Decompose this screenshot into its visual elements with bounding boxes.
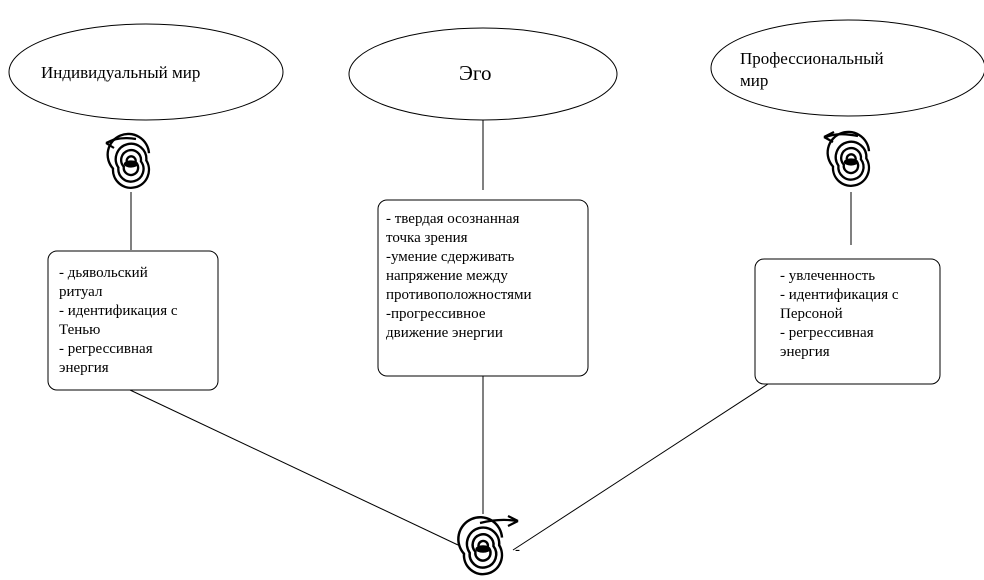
spiral-icon-left bbox=[106, 132, 151, 189]
box-left bbox=[47, 250, 219, 391]
ellipse-label-individual-world: Индивидуальный мир bbox=[41, 63, 201, 82]
connectors bbox=[129, 120, 852, 551]
ellipse-label-professional-world: Профессиональный мир bbox=[740, 49, 884, 90]
ellipse-ego bbox=[348, 27, 618, 121]
stray-dash-mark: - bbox=[515, 542, 520, 558]
box-center bbox=[377, 199, 589, 377]
connector-left-diagonal bbox=[129, 389, 459, 546]
arrow-icon-right-spiral bbox=[823, 131, 859, 143]
box-text-center: - твердая осознанная точка зрения -умени… bbox=[386, 211, 532, 341]
box-text-left: - дьявольский ритуал - идентификация с Т… bbox=[59, 265, 178, 376]
connector-right-diagonal bbox=[512, 383, 769, 551]
spiral-icon-right bbox=[826, 130, 871, 187]
spiral-icon-bottom bbox=[457, 516, 504, 576]
arrow-icon-left bbox=[105, 137, 137, 149]
box-right bbox=[754, 258, 941, 385]
arrow-icon-bottom bbox=[479, 515, 519, 527]
ellipse-label-ego: Эго bbox=[459, 61, 492, 85]
ellipse-professional-world bbox=[710, 19, 984, 117]
ellipse-individual-world bbox=[8, 23, 284, 121]
box-text-right: - увлеченность - идентификация с Персоно… bbox=[780, 268, 899, 360]
